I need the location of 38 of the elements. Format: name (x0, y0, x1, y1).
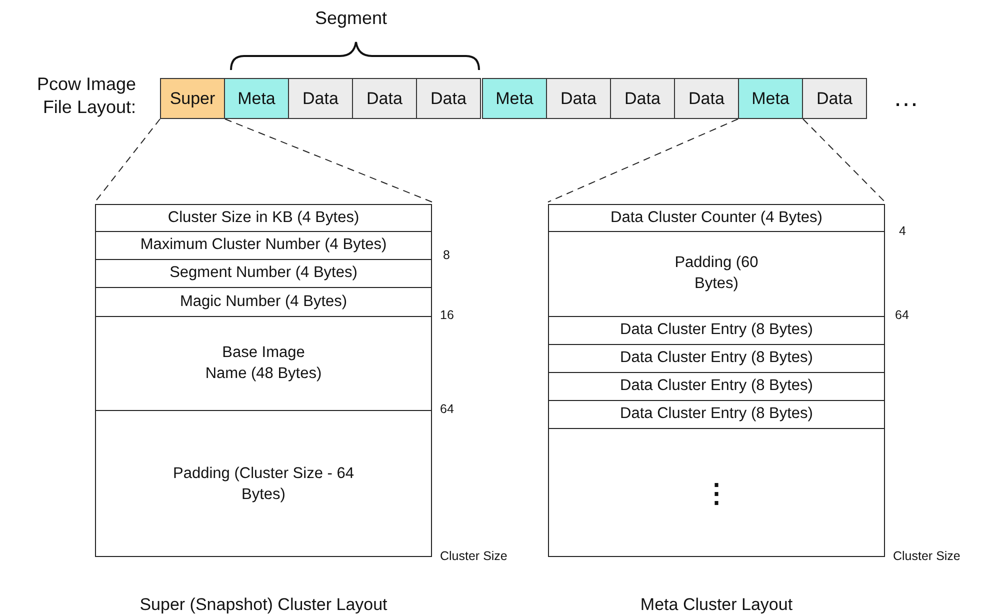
ellipsis: … (893, 82, 919, 113)
layout-field: Data Cluster Counter (4 Bytes) (549, 205, 884, 232)
offset-label: 4 (899, 224, 906, 238)
offset-label: 64 (440, 402, 454, 416)
layout-field: Padding (60 Bytes) (549, 232, 884, 317)
segment-cell: Data (416, 78, 481, 119)
segment-cell: Meta (224, 78, 289, 119)
zoom-projection-lines (94, 118, 432, 202)
layout-field: Data Cluster Entry (8 Bytes) (549, 317, 884, 345)
segment-cell: Data (802, 78, 867, 119)
offset-label: 64 (895, 308, 909, 322)
zoom-projection-lines (548, 118, 886, 202)
layout-field: Data Cluster Entry (8 Bytes) (549, 373, 884, 401)
segment-cell: Data (674, 78, 739, 119)
segment-cell: Data (288, 78, 353, 119)
layout-title: Meta Cluster Layout (639, 595, 794, 615)
layout-field: ⋮ (549, 429, 884, 558)
layout-field: Data Cluster Entry (8 Bytes) (549, 345, 884, 373)
segment-cell: Data (610, 78, 675, 119)
layout-field: Maximum Cluster Number (4 Bytes) (96, 232, 431, 260)
segment-cell: Data (546, 78, 611, 119)
segment-cell: Super (160, 78, 225, 119)
layout-field: Data Cluster Entry (8 Bytes) (549, 401, 884, 429)
offset-label: 8 (443, 248, 450, 262)
offset-label: Cluster Size (893, 549, 960, 563)
layout-field: Padding (Cluster Size - 64 Bytes) (96, 411, 431, 558)
segment-cell: Meta (738, 78, 803, 119)
layout-field: Magic Number (4 Bytes) (96, 288, 431, 317)
layout-field: Base Image Name (48 Bytes) (96, 317, 431, 411)
layout-field: Cluster Size in KB (4 Bytes) (96, 205, 431, 232)
offset-label: 16 (440, 308, 454, 322)
row-caption: Pcow Image File Layout: (36, 73, 136, 120)
segment-cell: Meta (482, 78, 547, 119)
offset-label: Cluster Size (440, 549, 508, 563)
bracket-label: Segment (315, 8, 388, 29)
layout-field: Segment Number (4 Bytes) (96, 260, 431, 288)
layout-title: Super (Snapshot) Cluster Layout (138, 595, 388, 615)
segment-cell: Data (352, 78, 417, 119)
